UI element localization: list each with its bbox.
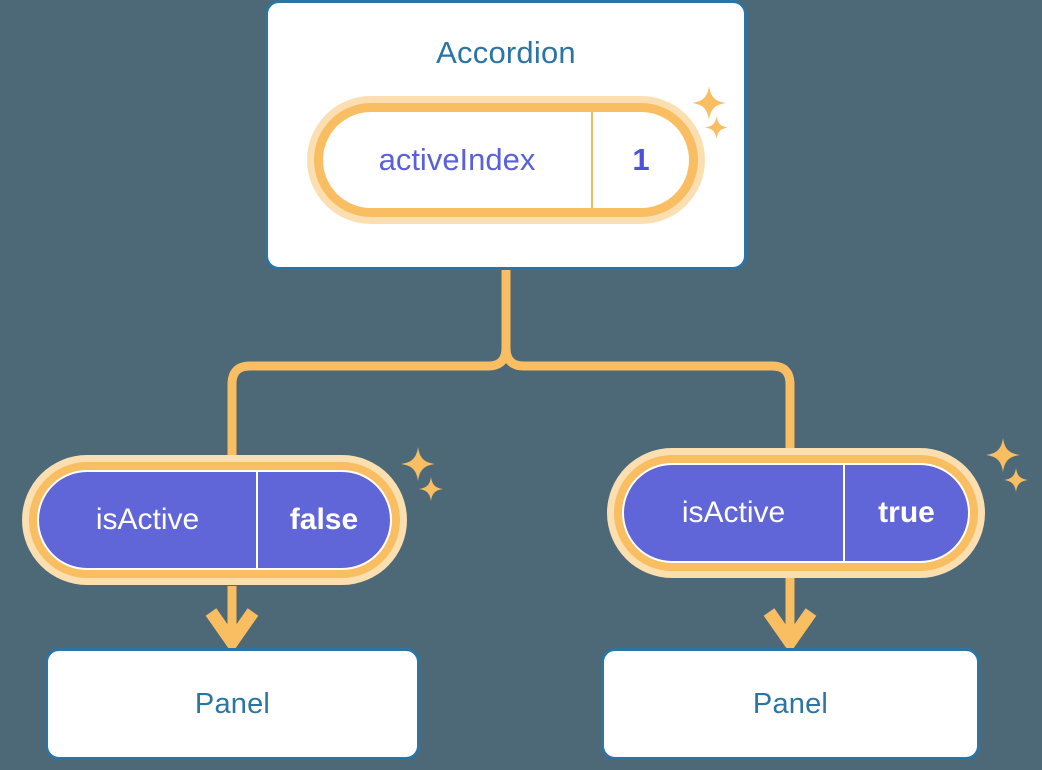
state-pill-is-active-false[interactable]: isActive false	[22, 455, 407, 585]
state-key-label: isActive	[624, 465, 845, 561]
sparkle-icon	[401, 447, 435, 481]
state-key-label: isActive	[39, 472, 258, 568]
sparkle-small-icon	[705, 116, 728, 139]
state-key-label: activeIndex	[323, 112, 593, 208]
sparkle-small-icon	[1004, 468, 1028, 492]
panel-title: Panel	[752, 687, 829, 720]
accordion-title: Accordion	[436, 35, 576, 70]
sparkle-icon	[986, 438, 1020, 472]
arrow-down-icon-left	[205, 586, 259, 654]
sparkle-icon	[692, 86, 726, 120]
pill-body: activeIndex 1	[323, 112, 689, 208]
pill-body: isActive false	[37, 470, 392, 570]
sparkle-small-icon	[419, 477, 443, 501]
branch-left-line	[227, 347, 511, 462]
panel-title: Panel	[194, 687, 271, 720]
state-value-label: 1	[632, 142, 650, 177]
panel-component-card-left[interactable]: Panel	[45, 648, 420, 760]
state-value-label: false	[289, 503, 359, 536]
state-pill-is-active-true[interactable]: isActive true	[607, 448, 985, 578]
branch-right-line	[501, 347, 795, 456]
state-pill-active-index[interactable]: activeIndex 1	[307, 96, 705, 224]
state-value-label: true	[878, 496, 935, 529]
arrow-down-icon-right	[763, 578, 817, 654]
panel-component-card-right[interactable]: Panel	[601, 648, 980, 760]
pill-body: isActive true	[622, 463, 970, 563]
